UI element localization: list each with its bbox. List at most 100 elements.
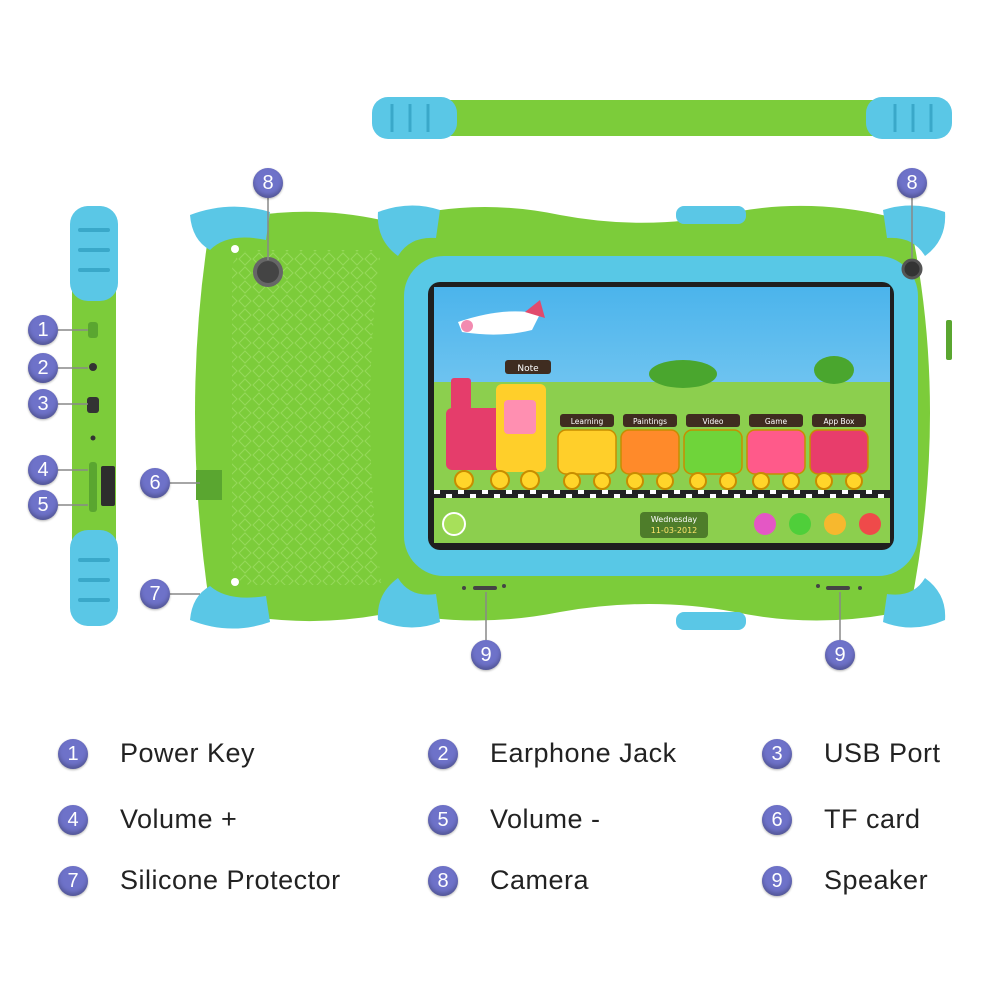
track-tile	[590, 494, 596, 498]
callout-lines	[58, 198, 913, 640]
callout-2: 2	[28, 353, 58, 383]
callout-1: 1	[28, 315, 58, 345]
track-tile	[602, 490, 608, 494]
screen-date-day: Wednesday	[651, 515, 698, 524]
app-icon[interactable]	[620, 429, 680, 475]
callout-9-right: 9	[825, 640, 855, 670]
legend-item-power-key: 1 Power Key	[58, 738, 255, 769]
track-tile	[830, 494, 836, 498]
track-tile	[878, 494, 884, 498]
earphone-jack	[89, 363, 97, 371]
tablet-top-view	[372, 97, 952, 139]
track-tile	[674, 490, 680, 494]
legend: 1 Power Key 2 Earphone Jack 3 USB Port 4…	[0, 700, 1000, 1000]
app-label: Video	[702, 417, 723, 426]
callout-3: 3	[28, 389, 58, 419]
track-tile	[578, 490, 584, 494]
app-icon[interactable]	[746, 429, 806, 475]
wheel	[563, 472, 581, 490]
track-tile	[734, 494, 740, 498]
app-label: Paintings	[633, 417, 667, 426]
back-camera	[253, 257, 283, 287]
app-label: App Box	[824, 417, 856, 426]
legend-badge: 1	[58, 738, 88, 769]
legend-badge: 6	[762, 804, 792, 835]
callout-8-back: 8	[253, 168, 283, 198]
app-icon[interactable]	[683, 429, 743, 475]
track-tile	[506, 490, 512, 494]
callout-9-left: 9	[471, 640, 501, 670]
track-tile	[842, 490, 848, 494]
legend-label: Speaker	[824, 865, 929, 895]
track-tile	[530, 490, 536, 494]
legend-item-tf-card: 6 TF card	[762, 804, 921, 835]
track-tile	[626, 490, 632, 494]
track-tile	[494, 494, 500, 498]
calendar-icon[interactable]	[824, 513, 846, 535]
track-tile	[866, 490, 872, 494]
legend-badge: 2	[428, 738, 458, 769]
track-tile	[770, 490, 776, 494]
app-label-bg	[623, 414, 677, 427]
track-tile	[662, 494, 668, 498]
track-tile	[650, 490, 656, 494]
wheel	[689, 472, 707, 490]
wheel	[782, 472, 800, 490]
legend-item-volume-up: 4 Volume +	[58, 804, 237, 835]
track-tile	[614, 494, 620, 498]
wheel	[752, 472, 770, 490]
track-tile	[554, 490, 560, 494]
power-icon[interactable]	[789, 513, 811, 535]
track-tile	[458, 490, 464, 494]
legend-label: Power Key	[120, 738, 256, 768]
front-camera	[901, 258, 923, 280]
track-tile	[782, 494, 788, 498]
tablet-back-view	[190, 206, 395, 629]
home-icon[interactable]	[442, 512, 466, 536]
callout-7: 7	[140, 579, 170, 609]
tablet-side-view	[70, 206, 118, 626]
app-label-bg	[686, 414, 740, 427]
legend-label: Volume +	[120, 804, 238, 834]
track-tile	[698, 490, 704, 494]
screen-note-bubble: Note	[517, 364, 539, 374]
legend-label: Earphone Jack	[490, 738, 677, 768]
train-engine	[446, 378, 546, 490]
track-tile	[746, 490, 752, 494]
legend-badge: 5	[428, 804, 458, 835]
legend-item-camera: 8 Camera	[428, 865, 589, 896]
track-tile	[542, 494, 548, 498]
track-tile	[566, 494, 572, 498]
speaker-grille	[462, 584, 862, 590]
legend-badge: 7	[58, 865, 88, 896]
wheel	[593, 472, 611, 490]
app-icon[interactable]	[809, 429, 869, 475]
track-tile	[518, 494, 524, 498]
wheel	[656, 472, 674, 490]
track-tile	[794, 490, 800, 494]
legend-badge: 8	[428, 865, 458, 896]
app-label-bg	[812, 414, 866, 427]
app-label: Learning	[571, 417, 604, 426]
folder-icon[interactable]	[859, 513, 881, 535]
track-tile	[758, 494, 764, 498]
legend-badge: 9	[762, 865, 792, 896]
track-tile	[446, 494, 452, 498]
app-label-bg	[749, 414, 803, 427]
wheel	[719, 472, 737, 490]
app-label-bg	[560, 414, 614, 427]
callout-5: 5	[28, 490, 58, 520]
power-key	[88, 322, 98, 338]
wheel	[626, 472, 644, 490]
track-tile	[686, 494, 692, 498]
volume-buttons	[89, 462, 97, 512]
legend-badge: 4	[58, 804, 88, 835]
legend-label: Volume -	[490, 804, 601, 834]
music-icon[interactable]	[754, 513, 776, 535]
legend-item-volume-down: 5 Volume -	[428, 804, 601, 835]
app-icon[interactable]	[557, 429, 617, 475]
